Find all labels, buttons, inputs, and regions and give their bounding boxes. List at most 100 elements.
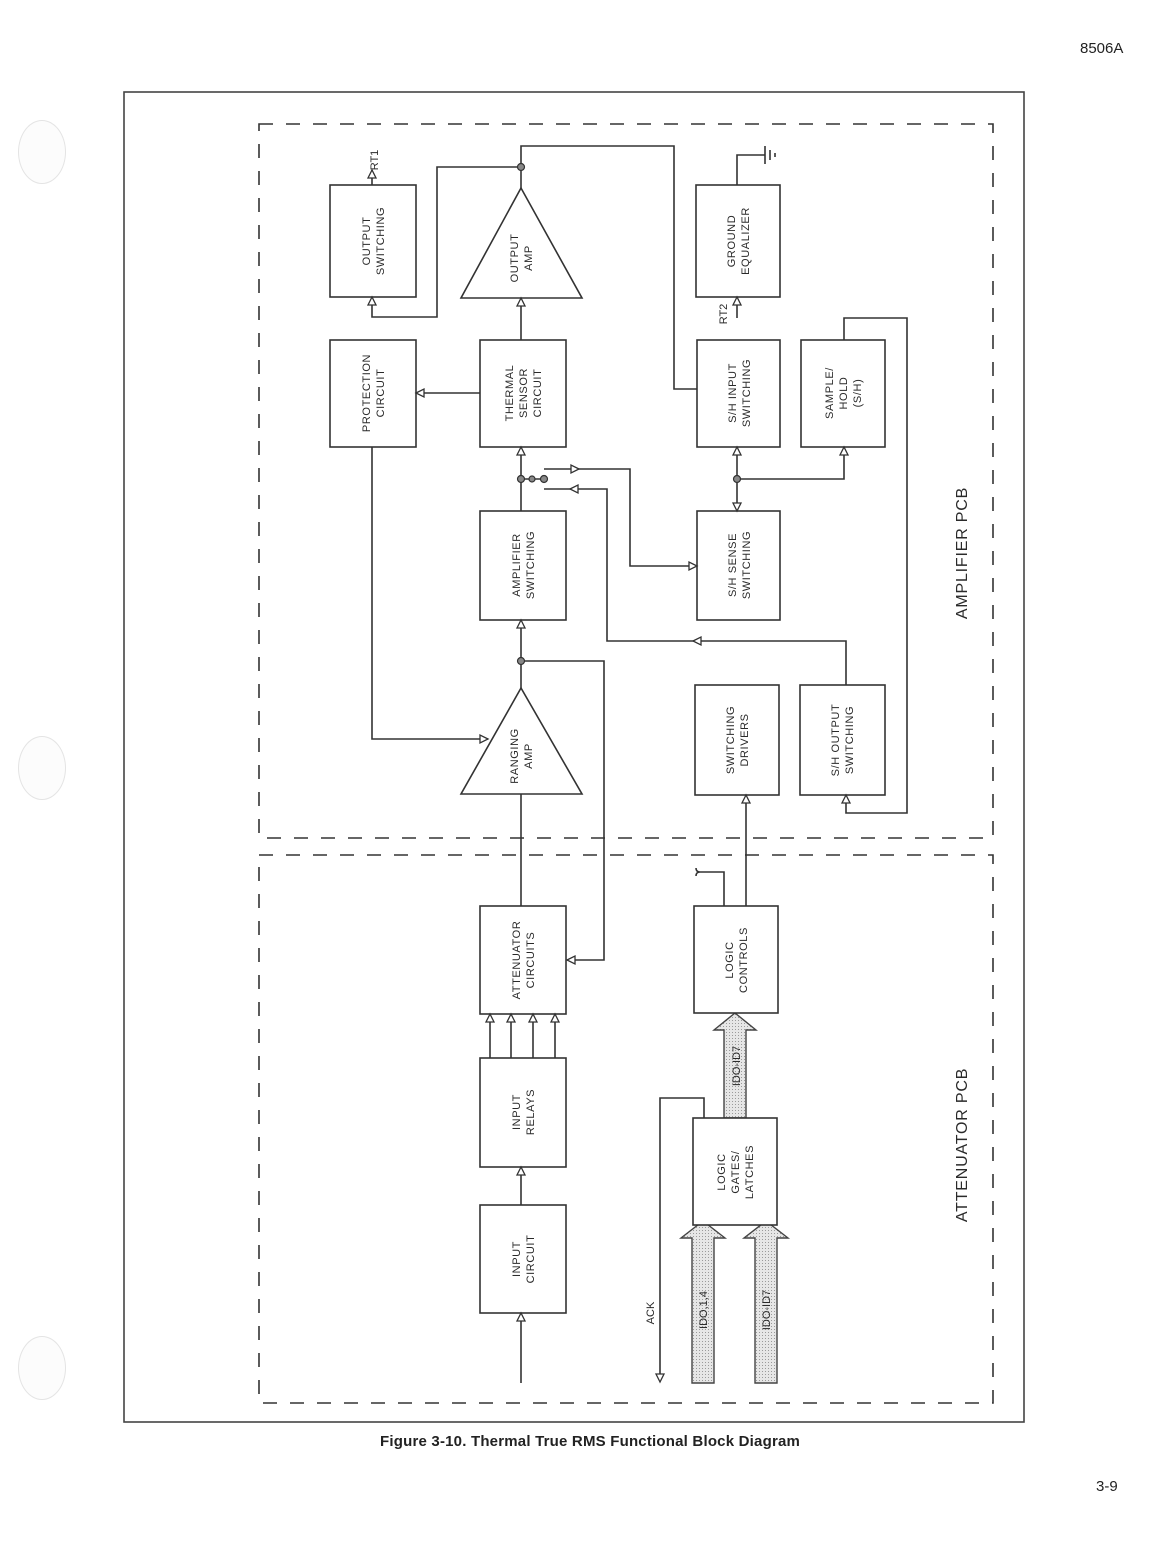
bus-arrow-ido-id7 xyxy=(712,1012,758,1119)
arrow-relay-1 xyxy=(484,1012,496,1023)
figure-frame xyxy=(123,91,1025,1423)
punch-hole-middle xyxy=(18,736,66,800)
junction-branch-b xyxy=(539,474,549,484)
arrow-drivers-in xyxy=(740,793,752,804)
bus-arrow-ido-i4 xyxy=(678,1220,728,1384)
arrow-branch-out xyxy=(570,463,581,475)
arrow-thermal-in xyxy=(515,445,527,456)
wire-to-samplehold xyxy=(737,447,845,480)
amplifier-pcb-boundary xyxy=(258,123,994,839)
arrow-rangingamp-ctrl xyxy=(479,733,490,745)
junction-sh-node xyxy=(732,474,742,484)
arrow-ack xyxy=(654,1373,666,1384)
bus-label-ido-id7: IDO-ID7 xyxy=(731,1046,743,1086)
arrow-relays-in xyxy=(515,1165,527,1176)
page-number: 3-9 xyxy=(1096,1478,1118,1495)
wire-ack xyxy=(659,1097,705,1380)
junction-thermal-input xyxy=(516,474,526,484)
punch-hole-top xyxy=(18,120,66,184)
arrow-relay-4 xyxy=(549,1012,561,1023)
arrow-shsense-in xyxy=(688,560,699,572)
arrow-rt2 xyxy=(731,295,743,306)
wire-from-shoutput xyxy=(544,488,847,685)
bus-arrow-do-d7 xyxy=(741,1220,791,1384)
arrow-outamp-in xyxy=(515,296,527,307)
attenuator-pcb-label: ATTENUATOR PCB xyxy=(954,1068,971,1222)
junction-branch-a xyxy=(528,475,536,483)
arrow-shoutput-return xyxy=(691,635,702,647)
signal-rt2: RT2 xyxy=(718,304,730,325)
bus-label-do-d7: IDO-ID7 xyxy=(761,1290,773,1330)
amplifier-pcb-label: AMPLIFIER PCB xyxy=(954,487,971,619)
wire-outputamp-to-outputswitching xyxy=(371,166,521,318)
signal-ack: ACK xyxy=(645,1301,657,1324)
arrow-inputcircuit-in xyxy=(515,1311,527,1322)
punch-hole-bottom xyxy=(18,1336,66,1400)
signal-rt1: RT1 xyxy=(369,150,381,171)
wire-outputamp-to-shinput xyxy=(520,145,697,390)
wire-protection-to-rangingamp xyxy=(371,447,488,740)
arrow-branch-in xyxy=(568,483,579,495)
arrow-outsw-in xyxy=(366,295,378,306)
arrow-relay-3 xyxy=(527,1012,539,1023)
arrow-shinput-in xyxy=(731,445,743,456)
wire-samplehold-loop xyxy=(843,317,908,814)
attenuator-pcb-boundary xyxy=(258,854,994,1404)
arrow-samplehold-in xyxy=(838,445,850,456)
terminal-icon xyxy=(695,867,701,877)
svg-text:SAMPLE/HOLD(S/H): SAMPLE/HOLD(S/H) xyxy=(824,367,864,419)
arrow-shoutput-in xyxy=(840,793,852,804)
arrow-shsense-out xyxy=(731,502,743,513)
wire-feedback-to-attenuator xyxy=(521,660,605,961)
arrow-attenuator-fb xyxy=(565,954,576,966)
arrow-relay-2 xyxy=(505,1012,517,1023)
ground-icon xyxy=(764,146,776,164)
wire-ground xyxy=(736,154,765,185)
junction-output-amp xyxy=(516,162,526,172)
junction-ranging-out xyxy=(516,656,526,666)
arrow-protection-in xyxy=(414,387,425,399)
arrowheads xyxy=(366,168,852,1384)
wire-logic-aux xyxy=(700,871,725,906)
arrow-ampswitch-in xyxy=(515,618,527,629)
bus-label-ido-i4: IDO,1,4 xyxy=(698,1291,710,1329)
figure-caption: Figure 3-10. Thermal True RMS Functional… xyxy=(380,1433,801,1450)
arrow-rt1 xyxy=(366,168,378,179)
wire-to-shsense xyxy=(544,468,697,567)
document-id: 8506A xyxy=(1080,40,1124,57)
block-sample-hold: SAMPLE/HOLD(S/H) xyxy=(800,339,886,448)
